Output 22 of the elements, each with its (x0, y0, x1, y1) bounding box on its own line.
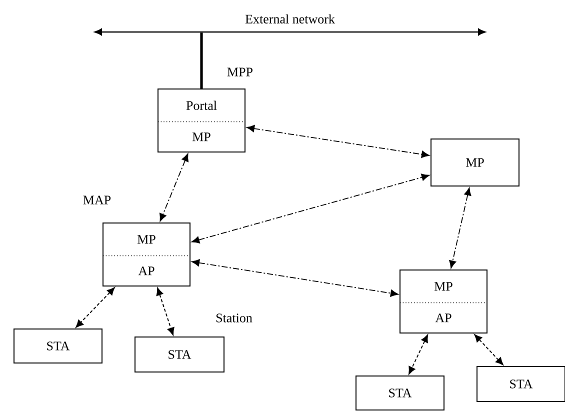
network-bus (94, 28, 486, 36)
arrow (76, 287, 115, 328)
arrow (192, 259, 398, 297)
station-box: STA (134, 336, 224, 372)
node-box: MP AP (400, 270, 488, 334)
node-label: MPP (227, 68, 252, 76)
arrow (474, 334, 504, 366)
station-box: STA (14, 328, 102, 364)
arrow (160, 154, 188, 222)
node-label: MAP (83, 196, 111, 204)
node-box: MP (430, 138, 520, 186)
arrow (192, 174, 430, 244)
arrow (408, 334, 428, 374)
node-box: Portal MP (158, 88, 246, 152)
station-box: STA (476, 366, 565, 402)
arrow (246, 125, 430, 158)
node-box: MP AP (102, 222, 190, 286)
bus-label: External network (245, 14, 335, 24)
arrow (156, 288, 174, 336)
station-label: Station (216, 314, 252, 322)
station-box: STA (356, 376, 444, 410)
arrow (449, 188, 472, 268)
